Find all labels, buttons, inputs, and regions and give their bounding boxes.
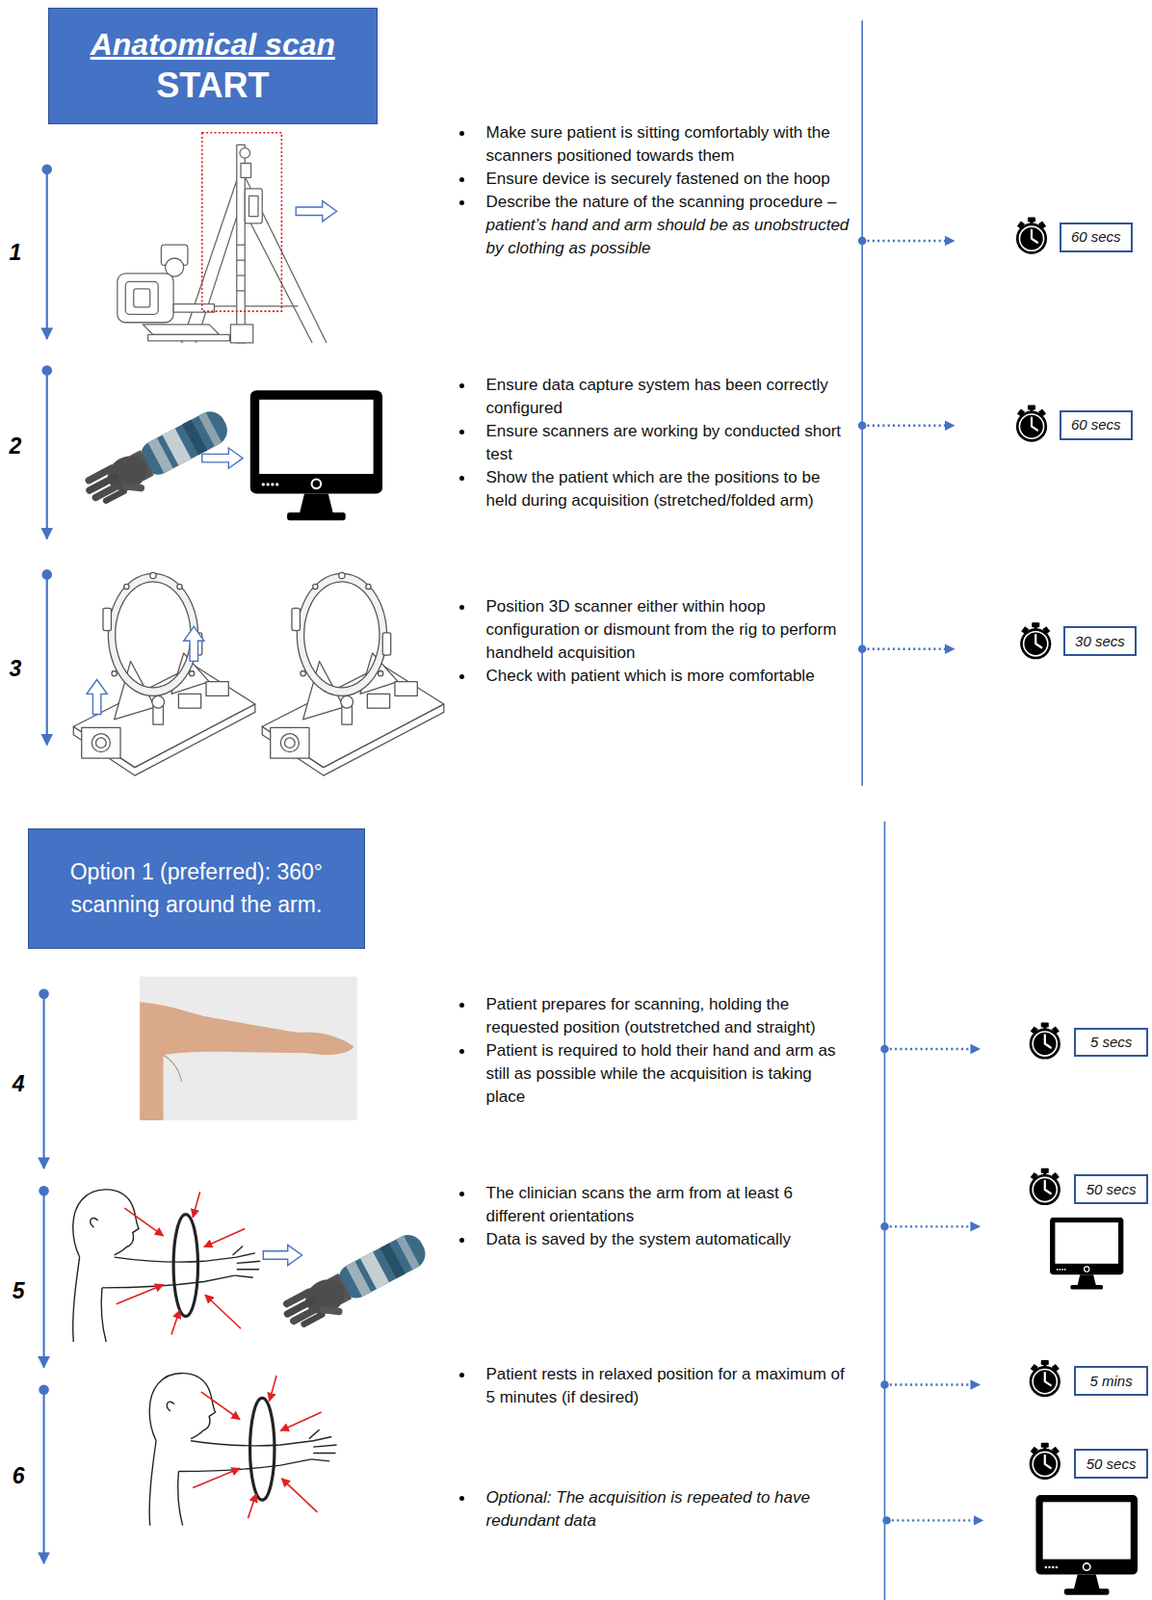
step-number: 3 xyxy=(8,654,22,681)
bullet-dot xyxy=(459,1237,465,1243)
bullet-dot xyxy=(459,383,465,389)
hoop-rig xyxy=(261,572,445,776)
bullet-dot xyxy=(459,177,465,183)
bullet-dot xyxy=(459,1002,465,1008)
title-text: START xyxy=(156,63,269,107)
duration-box: 5 mins xyxy=(1073,1365,1148,1396)
arm-sketch xyxy=(149,1373,337,1526)
bullet-dot xyxy=(459,200,465,206)
bullet-text: Optional: The acquisition is repeated to… xyxy=(486,1488,811,1530)
bullet-item: Make sure patient is sitting comfortably… xyxy=(456,121,853,168)
duration-text: 50 secs xyxy=(1086,1455,1137,1473)
bullet-dot xyxy=(459,1048,465,1054)
step-number: 4 xyxy=(12,1071,26,1098)
bullet-item: Ensure device is securely fastened on th… xyxy=(456,167,853,191)
duration-box: 50 secs xyxy=(1073,1448,1148,1479)
duration-box: 50 secs xyxy=(1073,1174,1148,1205)
timeline xyxy=(862,20,885,1600)
bullet-item: Patient prepares for scanning, holding t… xyxy=(456,993,853,1040)
bullet-text: Ensure data capture system has been corr… xyxy=(486,375,829,418)
bullet-dot xyxy=(459,1495,465,1501)
bullet-text: Check with patient which is more comfort… xyxy=(486,666,815,685)
hoop-rig xyxy=(73,572,256,776)
bullet-dot xyxy=(459,130,465,136)
stopwatch-icons xyxy=(1016,217,1061,1480)
duration-text: 5 secs xyxy=(1090,1033,1132,1051)
bullet-list: Patient prepares for scanning, holding t… xyxy=(456,993,853,1109)
bullet-list: Position 3D scanner either within hoop c… xyxy=(456,595,853,688)
option-box: Option 1 (preferred): 360° scanning arou… xyxy=(27,828,367,949)
highlight-box xyxy=(202,132,283,312)
bullet-item: Optional: The acquisition is repeated to… xyxy=(456,1486,853,1533)
monitor-icons xyxy=(250,390,1139,1596)
duration-box: 60 secs xyxy=(1059,410,1133,441)
duration-text: 60 secs xyxy=(1071,228,1122,246)
bullet-item: The clinician scans the arm from at leas… xyxy=(456,1181,853,1229)
bullet-text: Describe the nature of the scanning proc… xyxy=(486,192,838,211)
bullet-text: Patient is required to hold their hand a… xyxy=(486,1041,837,1106)
bullet-item: Check with patient which is more comfort… xyxy=(456,664,853,688)
rig-illustration xyxy=(117,144,327,343)
bullet-dot xyxy=(459,1191,465,1197)
step-number: 5 xyxy=(12,1278,26,1305)
step-number: 2 xyxy=(8,432,22,459)
title-text: Anatomical scan xyxy=(90,25,336,64)
title-box: Anatomical scanSTART xyxy=(48,7,378,125)
bullet-list: Make sure patient is sitting comfortably… xyxy=(456,121,853,261)
dotted-arrows xyxy=(862,240,983,1520)
bullet-dot xyxy=(459,604,465,610)
duration-box: 30 secs xyxy=(1063,626,1137,656)
bullet-item: Data is saved by the system automaticall… xyxy=(456,1228,853,1252)
bullet-item: Patient is required to hold their hand a… xyxy=(456,1039,853,1109)
hollow-arrow xyxy=(202,447,243,469)
duration-text: 30 secs xyxy=(1074,632,1126,651)
duration-box: 5 secs xyxy=(1073,1027,1148,1058)
bullet-item: Ensure data capture system has been corr… xyxy=(456,373,853,420)
bullet-item: Patient rests in relaxed position for a … xyxy=(456,1362,853,1410)
bullet-text: Ensure device is securely fastened on th… xyxy=(486,169,831,188)
option-text: Option 1 (preferred): 360° scanning arou… xyxy=(42,856,352,921)
bullet-dot xyxy=(459,1372,465,1378)
bullet-text: Ensure scanners are working by conducted… xyxy=(486,421,842,464)
bullet-text: Position 3D scanner either within hoop c… xyxy=(486,597,838,662)
bullet-list: The clinician scans the arm from at leas… xyxy=(456,1181,853,1252)
duration-box: 60 secs xyxy=(1059,222,1133,253)
bullet-text: The clinician scans the arm from at leas… xyxy=(486,1183,793,1226)
bullet-item: Ensure scanners are working by conducted… xyxy=(456,419,853,467)
bullet-text: Patient prepares for scanning, holding t… xyxy=(486,994,816,1037)
bullet-text: Patient rests in relaxed position for a … xyxy=(486,1364,845,1407)
bullet-item: Show the patient which are the positions… xyxy=(456,466,853,513)
bullet-item: Describe the nature of the scanning proc… xyxy=(456,190,853,261)
duration-text: 60 secs xyxy=(1071,416,1122,434)
bullet-text: patient’s hand and arm should be as unob… xyxy=(486,215,850,258)
hollow-arrow xyxy=(295,201,337,222)
bullet-text: Show the patient which are the positions… xyxy=(486,468,821,510)
arm-sketch xyxy=(73,1189,261,1342)
timeline-dots xyxy=(858,236,891,1525)
duration-text: 5 mins xyxy=(1090,1372,1133,1390)
hollow-up-arrows xyxy=(86,626,205,714)
step-number: 1 xyxy=(8,238,22,265)
bullet-dot xyxy=(459,429,465,435)
bullet-list: Patient rests in relaxed position for a … xyxy=(456,1362,853,1410)
bullet-list: Optional: The acquisition is repeated to… xyxy=(456,1486,853,1533)
arm-photo xyxy=(139,976,358,1121)
bullet-item: Position 3D scanner either within hoop c… xyxy=(456,595,853,665)
bullet-text: Make sure patient is sitting comfortably… xyxy=(486,123,831,165)
duration-text: 50 secs xyxy=(1086,1180,1137,1199)
hollow-arrow xyxy=(262,1244,302,1265)
step-number: 6 xyxy=(12,1462,26,1489)
bullet-dot xyxy=(459,674,465,680)
bullet-dot xyxy=(459,475,465,481)
bullet-text: Data is saved by the system automaticall… xyxy=(486,1230,792,1249)
sleeved-arm xyxy=(277,1230,435,1340)
bullet-list: Ensure data capture system has been corr… xyxy=(456,373,853,513)
